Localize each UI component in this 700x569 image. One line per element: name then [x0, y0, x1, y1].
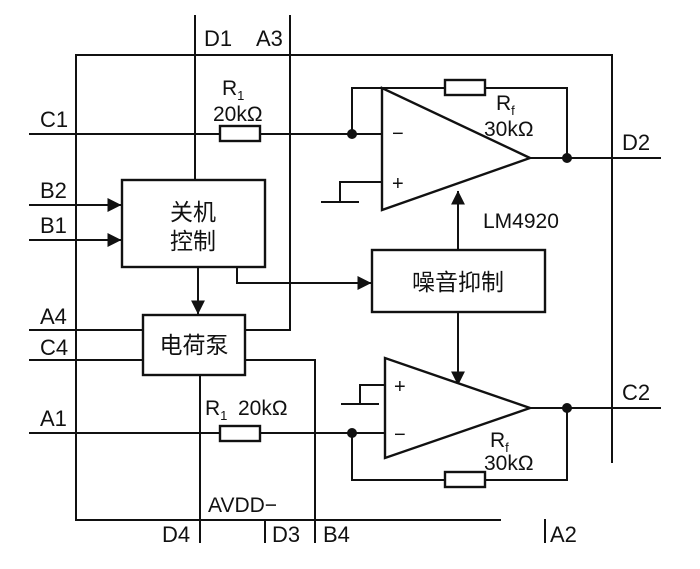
pin-a4: A4	[40, 304, 67, 329]
resistor-rf-bottom	[443, 470, 487, 489]
rf-top-value: 30kΩ	[484, 118, 534, 141]
resistor-r1-top	[218, 124, 262, 143]
opamp-bottom-minus: −	[394, 424, 406, 446]
opamp-top-plus: +	[392, 173, 404, 195]
supply-label: AVDD−	[208, 494, 277, 517]
pin-a1: A1	[40, 406, 67, 431]
pin-c4: C4	[40, 335, 68, 360]
r1-bottom-value: 20kΩ	[238, 397, 288, 420]
pin-a2: A2	[550, 522, 577, 547]
pin-d4: D4	[162, 522, 190, 547]
resistor-rf-top	[443, 78, 487, 97]
rf-bottom-value: 30kΩ	[484, 452, 534, 475]
pin-b2: B2	[40, 178, 67, 203]
pin-b1: B1	[40, 213, 67, 238]
charge-pump-block	[141, 313, 247, 377]
chip-outline	[75, 54, 613, 521]
opamp-top-minus: −	[392, 123, 404, 145]
resistor-r1-bottom	[218, 424, 262, 443]
noise-suppression-block	[370, 248, 547, 314]
shutdown-label-line1: 关机	[170, 200, 216, 226]
opamp-bottom-plus: +	[394, 376, 406, 398]
opamp-top	[380, 86, 534, 212]
shutdown-label-line2: 控制	[170, 229, 216, 255]
pin-d2: D2	[622, 130, 650, 155]
pin-d3: D3	[272, 522, 300, 547]
chip-label: LM4920	[483, 210, 559, 233]
rf-top-name: Rf	[496, 92, 515, 118]
pin-a3: A3	[256, 26, 283, 51]
r1-top-name: R1	[222, 77, 244, 103]
rf-bottom-name: Rf	[490, 429, 509, 455]
pin-d1: D1	[204, 26, 232, 51]
r1-top-value: 20kΩ	[213, 103, 263, 126]
charge-pump-label: 电荷泵	[160, 333, 229, 359]
shutdown-control-block	[120, 178, 267, 269]
opamp-bottom	[383, 356, 534, 460]
noise-suppression-label: 噪音抑制	[412, 270, 504, 296]
pin-c2: C2	[622, 380, 650, 405]
pin-c1: C1	[40, 107, 68, 132]
pin-b4: B4	[323, 522, 350, 547]
r1-bottom-name: R1	[205, 397, 227, 423]
